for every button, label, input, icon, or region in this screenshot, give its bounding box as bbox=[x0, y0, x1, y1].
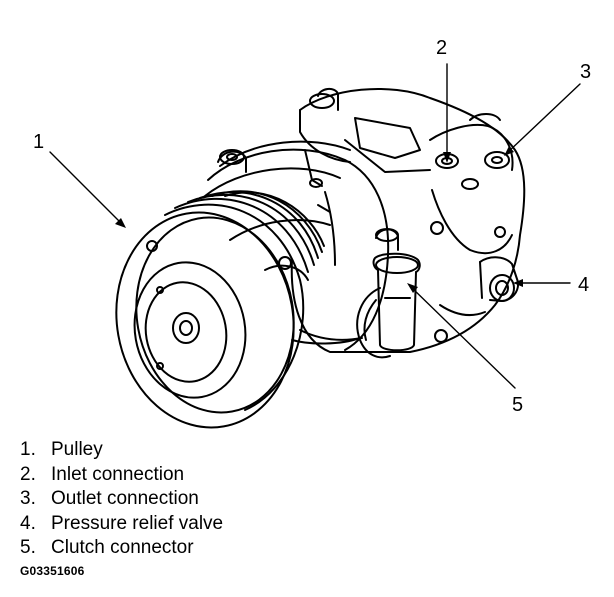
callout-3: 3 bbox=[580, 61, 591, 83]
leader-line-3 bbox=[506, 83, 581, 154]
callout-5: 5 bbox=[512, 394, 523, 416]
legend-number: 1. bbox=[20, 439, 36, 460]
outlet-port bbox=[484, 151, 510, 169]
callout-2: 2 bbox=[436, 37, 447, 59]
callout-4: 4 bbox=[578, 274, 589, 296]
legend-item: 2. Inlet connection bbox=[20, 463, 223, 488]
leader-line-1 bbox=[49, 151, 125, 227]
clutch-connector bbox=[291, 228, 421, 359]
legend-item: 3. Outlet connection bbox=[20, 487, 223, 512]
legend-label: Pulley bbox=[51, 439, 103, 460]
legend-label: Outlet connection bbox=[51, 488, 199, 509]
legend-list: 1. Pulley 2. Inlet connection 3. Outlet con… bbox=[20, 438, 223, 561]
inlet-port bbox=[435, 153, 479, 190]
legend-item: 4. Pressure relief valve bbox=[20, 512, 223, 537]
figure-id: G03351606 bbox=[20, 564, 85, 578]
legend-number: 5. bbox=[20, 537, 36, 558]
rear-housing bbox=[290, 88, 526, 353]
pressure-relief-valve bbox=[479, 256, 520, 302]
callout-1: 1 bbox=[33, 131, 44, 153]
legend-number: 4. bbox=[20, 512, 36, 534]
leader-lines bbox=[49, 63, 581, 389]
legend-number: 3. bbox=[20, 488, 36, 509]
leader-line-5 bbox=[409, 285, 516, 389]
legend-label: Clutch connector bbox=[51, 537, 194, 558]
callout-numbers: 1 2 3 4 5 bbox=[33, 37, 591, 416]
legend-label: Inlet connection bbox=[51, 463, 185, 485]
legend-item: 1. Pulley bbox=[20, 438, 223, 463]
legend-item: 5. Clutch connector bbox=[20, 536, 223, 561]
pulley bbox=[115, 190, 325, 429]
front-housing bbox=[204, 140, 390, 351]
legend-number: 2. bbox=[20, 463, 36, 485]
leader-arrowheads bbox=[115, 146, 523, 293]
legend-label: Pressure relief valve bbox=[51, 512, 224, 534]
